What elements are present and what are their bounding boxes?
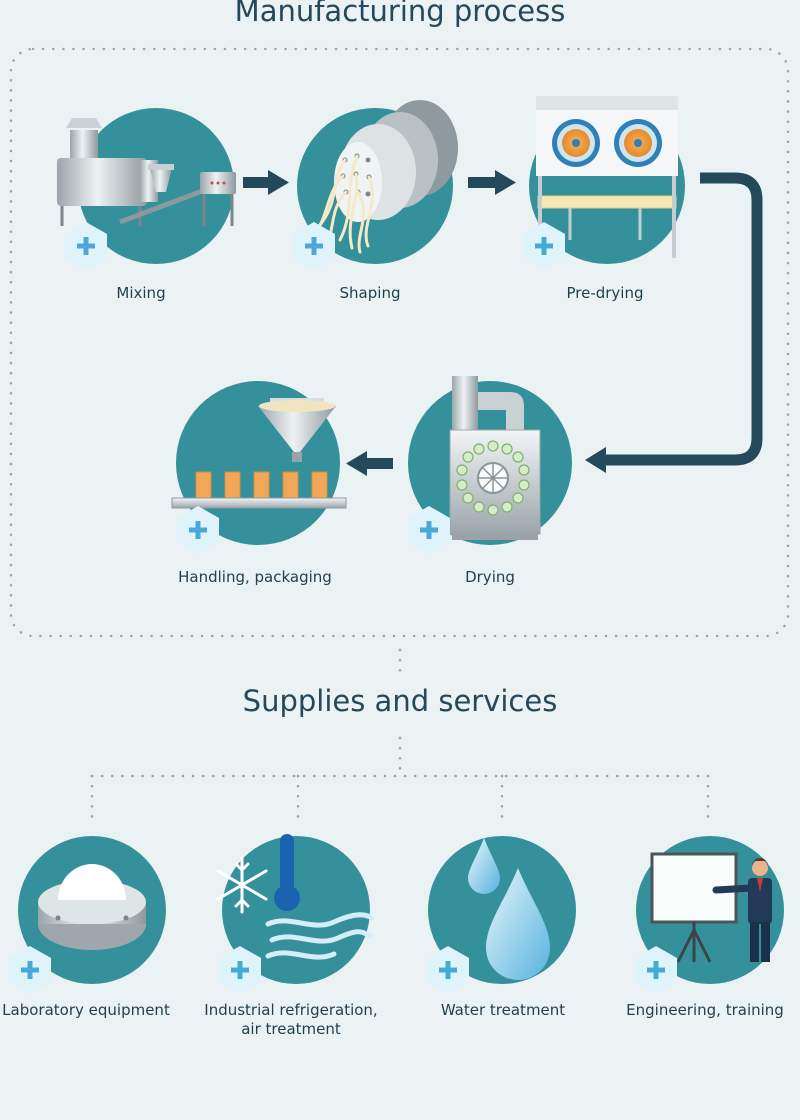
- supplies-title: Supplies and services: [242, 684, 558, 718]
- manufacturing-title: Manufacturing process: [234, 0, 566, 28]
- fan-dryer-icon: [536, 96, 678, 258]
- water-drop-icon: [468, 838, 550, 980]
- arrow-mixing-to-shaping: [243, 170, 289, 195]
- lab-dome-icon: [38, 864, 146, 950]
- arrow-drying-to-packaging: [346, 451, 393, 476]
- process-frame: [9, 47, 790, 638]
- arrow-shaping-to-predrying: [468, 170, 516, 195]
- arrow-predrying-to-drying: [585, 172, 763, 473]
- flow-arrows: [243, 170, 763, 476]
- connector-lines: [90, 648, 710, 824]
- step-label-predrying[interactable]: Pre-drying: [566, 284, 644, 302]
- step-label-shaping[interactable]: Shaping: [339, 284, 401, 302]
- service-label-refrigeration[interactable]: Industrial refrigeration, air treatment: [204, 1001, 378, 1038]
- step-label-mixing[interactable]: Mixing: [116, 284, 166, 302]
- step-label-packaging[interactable]: Handling, packaging: [178, 568, 332, 586]
- mixing-machine-icon: [57, 118, 236, 226]
- presenter-board-icon: [650, 852, 772, 963]
- service-label-engineering[interactable]: Engineering, training: [626, 1001, 784, 1019]
- filling-conveyor-icon: [171, 398, 347, 509]
- extruder-icon: [310, 100, 458, 254]
- snowflake-thermometer-icon: [216, 834, 375, 960]
- service-label-lab[interactable]: Laboratory equipment: [2, 1001, 170, 1019]
- step-label-drying[interactable]: Drying: [465, 568, 515, 586]
- service-label-water[interactable]: Water treatment: [440, 1001, 566, 1019]
- drum-dryer-icon: [449, 376, 541, 540]
